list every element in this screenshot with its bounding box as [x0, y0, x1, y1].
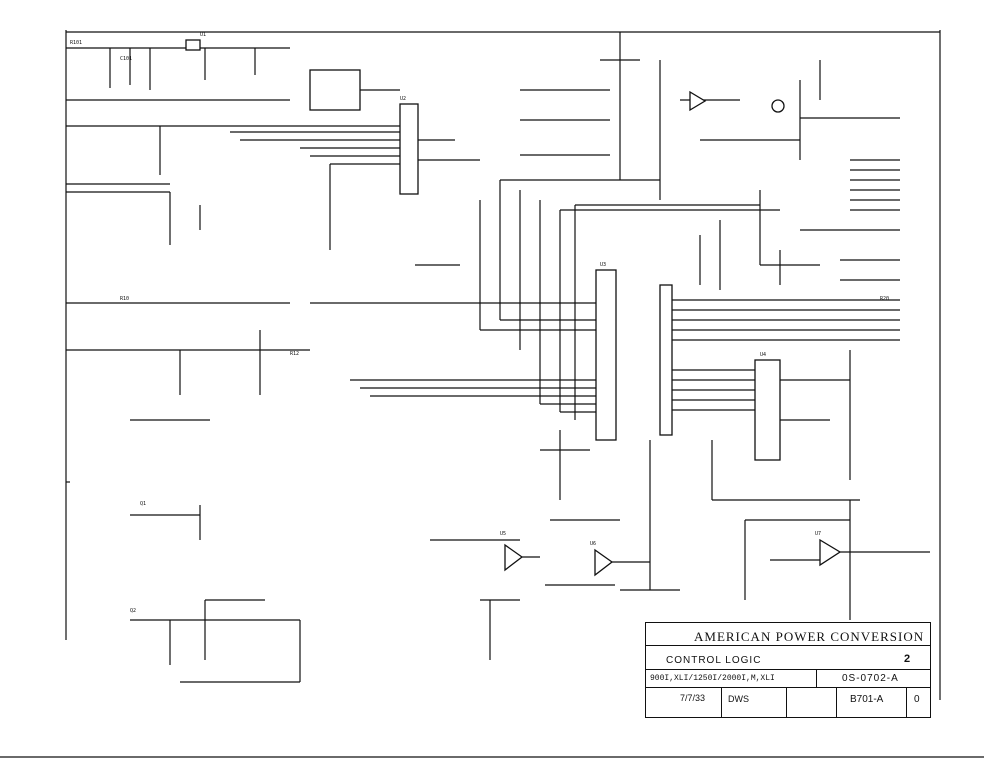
svg-text:U4: U4 [760, 352, 766, 358]
svg-text:U5: U5 [500, 531, 506, 537]
sheet-number: 2 [904, 653, 911, 665]
lower-right-amplifier [744, 500, 930, 620]
svg-text:Q2: Q2 [130, 608, 136, 614]
drawing-number: B701-A [850, 694, 884, 705]
top-right-section [500, 32, 900, 290]
title-block-divider [646, 645, 930, 646]
drawn-by: DWS [728, 694, 749, 704]
ic-right-block [659, 284, 900, 501]
middle-amplifier-section [415, 264, 680, 660]
title-block: AMERICAN POWER CONVERSION CONTROL LOGIC … [645, 622, 931, 718]
title-block-divider [646, 687, 930, 688]
revision: 0 [914, 694, 920, 705]
svg-text:U3: U3 [600, 262, 606, 268]
ic-upper-left [230, 69, 480, 250]
svg-text:U2: U2 [400, 96, 406, 102]
ic-central-processor [310, 180, 780, 441]
title-block-divider [646, 669, 930, 670]
drawing-title: CONTROL LOGIC [666, 655, 762, 666]
svg-text:C101: C101 [120, 56, 132, 62]
svg-text:R10: R10 [120, 296, 129, 302]
left-input-section [65, 30, 400, 683]
document-number: 0S-0702-A [842, 673, 899, 684]
component-label-marks: R101 C101 U1 U2 U3 U4 R10 R12 Q1 Q2 U5 U… [70, 32, 889, 614]
drawing-date: 7/7/33 [680, 693, 706, 703]
svg-text:U6: U6 [590, 541, 596, 547]
model-list: 900I,XLI/1250I/2000I,M,XLI [650, 674, 775, 683]
svg-text:R101: R101 [70, 40, 82, 46]
svg-text:R20: R20 [880, 296, 889, 302]
svg-text:U7: U7 [815, 531, 821, 537]
svg-text:Q1: Q1 [140, 501, 146, 507]
svg-text:R12: R12 [290, 351, 299, 357]
company-name: AMERICAN POWER CONVERSION [694, 629, 925, 644]
svg-text:U1: U1 [200, 32, 206, 38]
